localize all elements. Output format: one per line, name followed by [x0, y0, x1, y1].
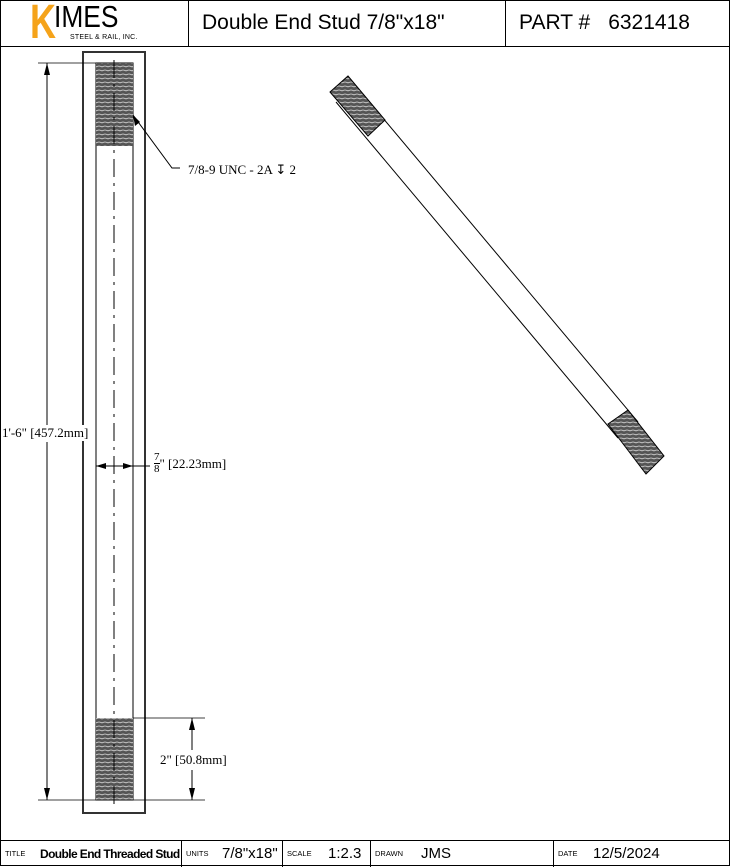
- iso-bottom-thread: [607, 409, 665, 475]
- thread-callout: 7/8-9 UNC - 2A ↧ 2: [188, 162, 297, 177]
- callout-leader: [132, 114, 180, 169]
- date-value: 12/5/2024: [593, 845, 660, 862]
- drawing-title: Double End Stud 7/8"x18": [202, 11, 445, 34]
- kimes-logo: K IMES STEEL & RAIL, INC.: [30, 0, 138, 49]
- isometric-view: [329, 75, 665, 475]
- title-value: Double End Threaded Stud: [40, 847, 180, 861]
- title-block: TITLE Double End Threaded Stud UNITS 7/8…: [0, 840, 730, 867]
- title-header: K IMES STEEL & RAIL, INC. Double End Stu…: [0, 0, 730, 47]
- overall-length-label: 1'-6" [457.2mm]: [2, 425, 89, 441]
- iso-top-thread: [329, 75, 386, 137]
- thread-length-label: 2" [50.8mm]: [160, 752, 227, 768]
- scale-value: 1:2.3: [328, 845, 362, 862]
- drawn-value: JMS: [421, 845, 451, 862]
- part-number: PART #6321418: [519, 11, 690, 34]
- units-value: 7/8"x18": [222, 845, 278, 862]
